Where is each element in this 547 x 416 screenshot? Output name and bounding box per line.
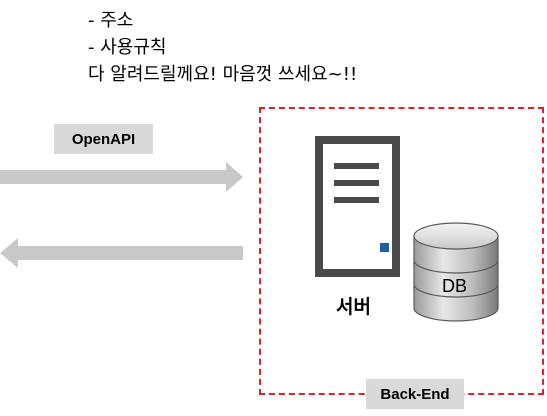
database-icon — [413, 222, 499, 322]
backend-label: Back-End — [366, 379, 464, 409]
arrows-graphic — [0, 162, 243, 268]
left-arrow-icon — [0, 238, 243, 268]
openapi-label: OpenAPI — [54, 124, 153, 154]
note-address: - 주소 — [88, 10, 134, 31]
note-usage-rules: - 사용규칙 — [88, 37, 167, 58]
server-label: 서버 — [336, 296, 371, 318]
note-message: 다 알려드릴께요! 마음껏 쓰세요~!! — [88, 64, 358, 85]
right-arrow-icon — [0, 162, 243, 192]
db-label: DB — [442, 276, 468, 296]
server-icon — [315, 136, 400, 277]
